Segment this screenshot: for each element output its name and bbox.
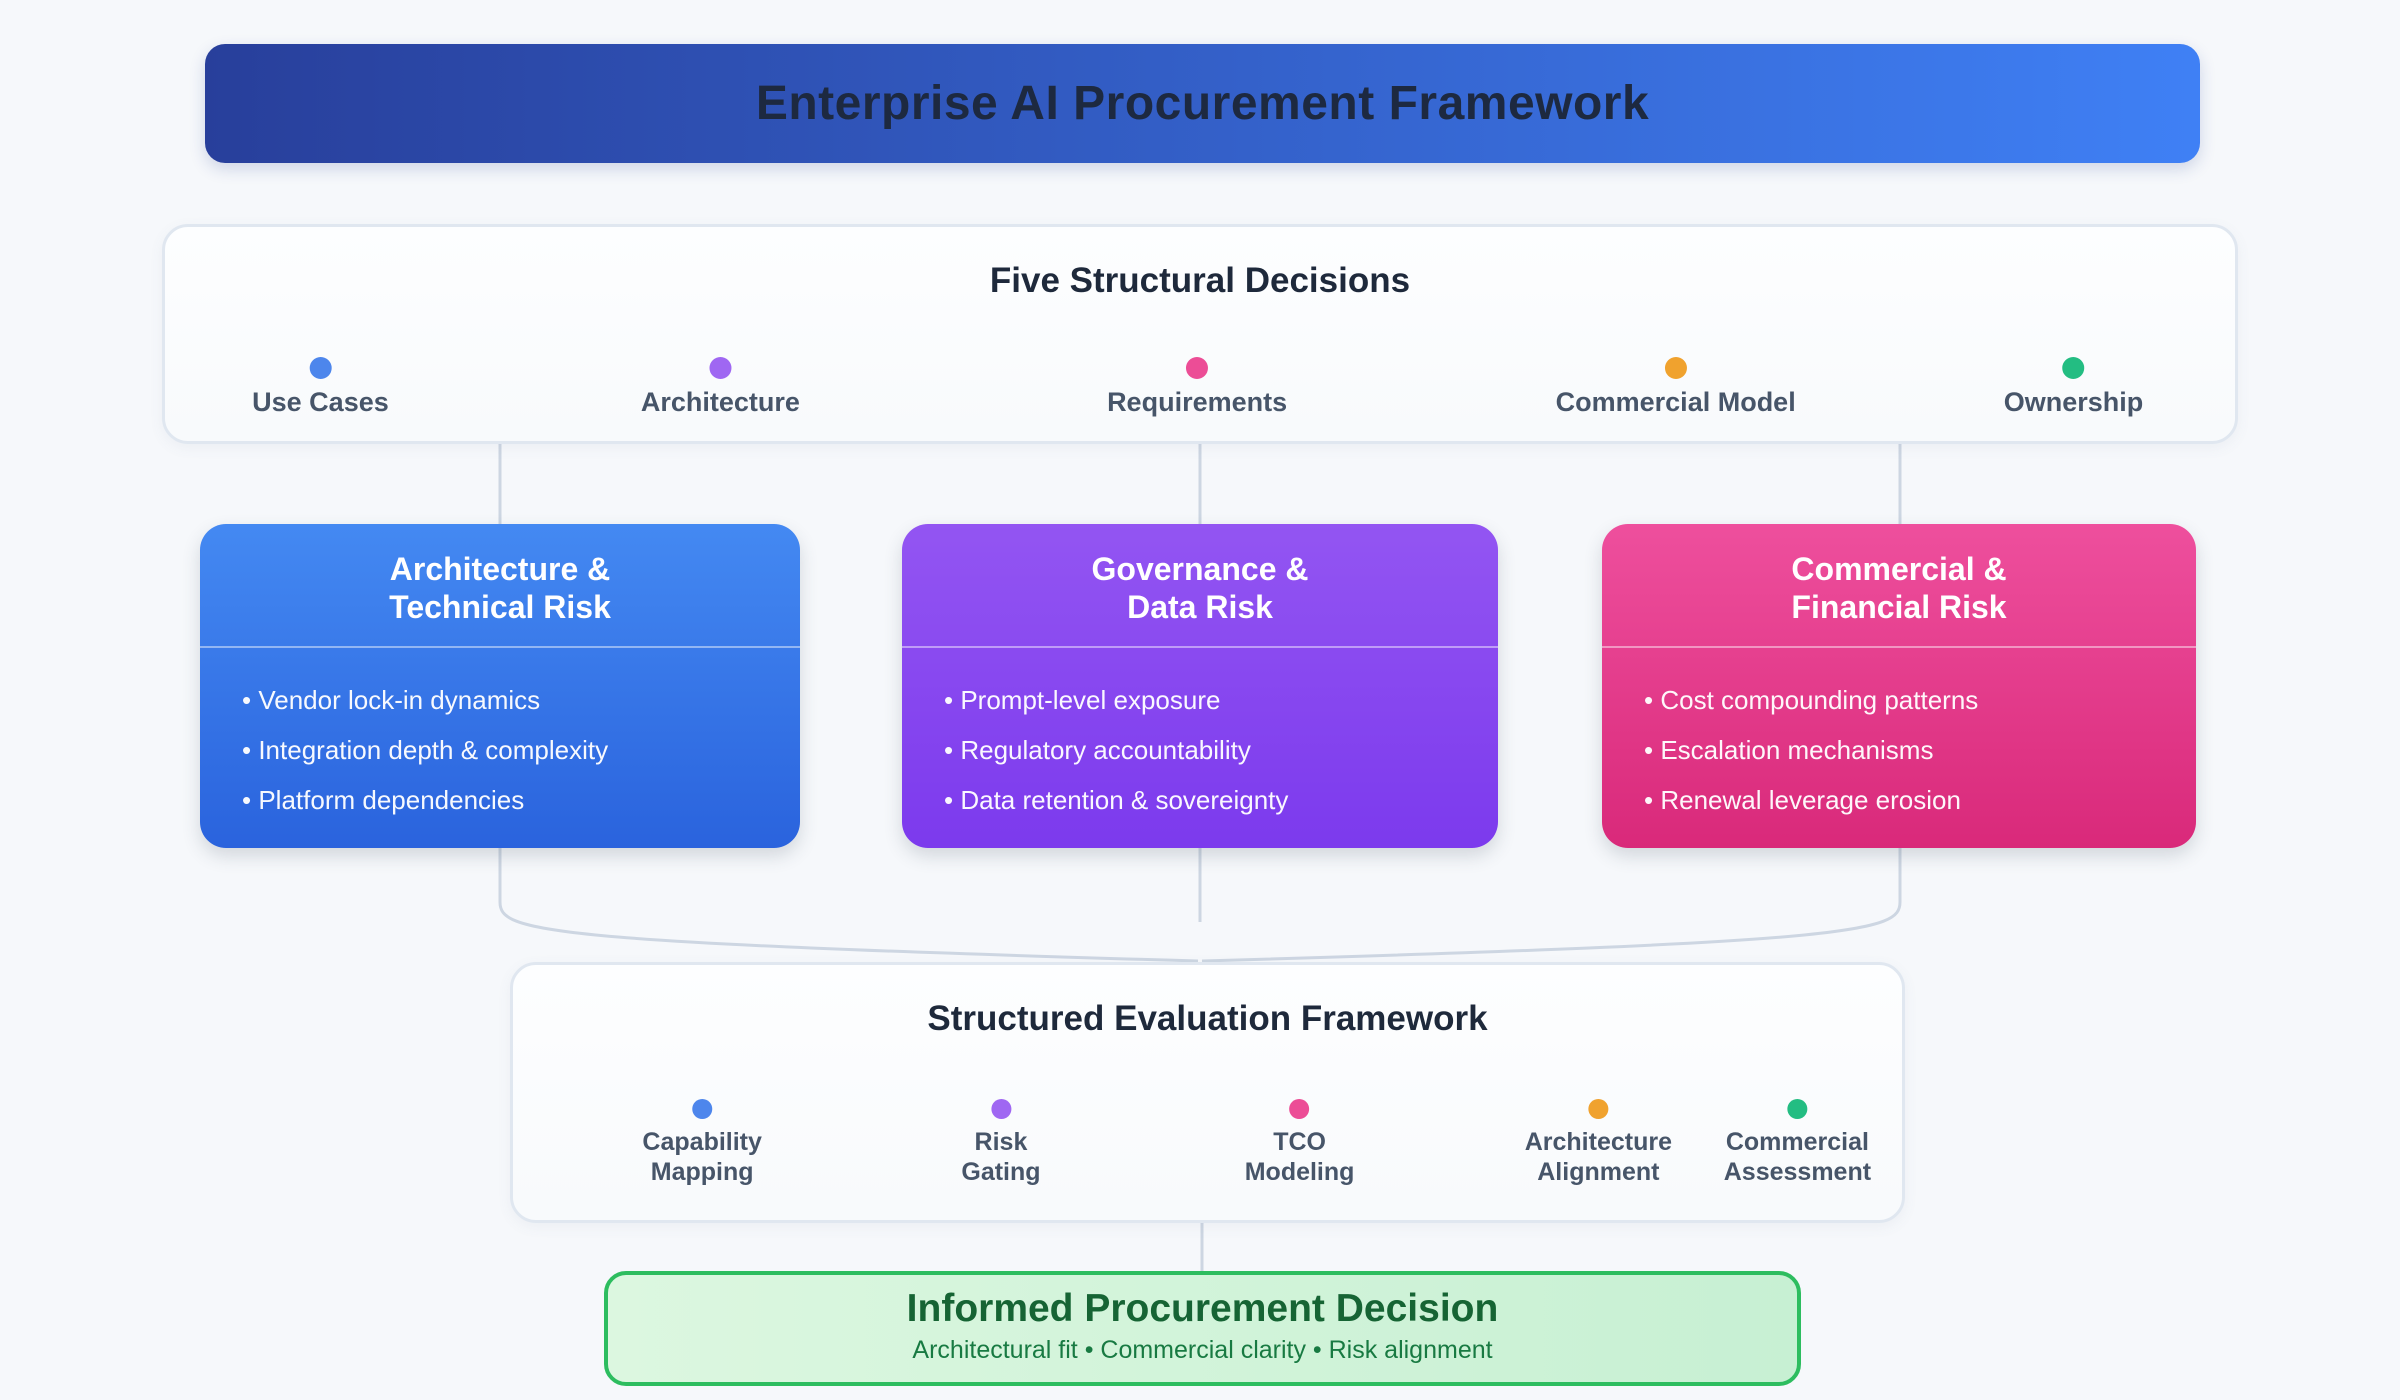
card-header: Architecture & Technical Risk bbox=[200, 524, 800, 648]
tco-modeling-dot-icon bbox=[1289, 1099, 1310, 1119]
connector-card-1-to-evaluation bbox=[498, 846, 1199, 963]
informed-decision-subtitle: Architectural fit • Commercial clarity •… bbox=[912, 1336, 1493, 1364]
card-bullet-list: Cost compounding patterns Escalation mec… bbox=[1602, 648, 2196, 814]
bullet-item: Vendor lock-in dynamics bbox=[242, 686, 770, 714]
bullet-item: Integration depth & complexity bbox=[242, 736, 770, 764]
architecture-dot-icon bbox=[709, 357, 732, 379]
evaluation-label: Capability Mapping bbox=[642, 1128, 762, 1186]
evaluation-label: Commercial Assessment bbox=[1723, 1128, 1872, 1186]
decision-item-use-cases: Use Cases bbox=[252, 357, 389, 417]
structural-decisions-title: Five Structural Decisions bbox=[989, 261, 1411, 300]
evaluation-item-tco-modeling: TCO Modeling bbox=[1244, 1099, 1355, 1187]
decision-label: Ownership bbox=[2003, 387, 2144, 417]
decision-label: Use Cases bbox=[252, 387, 389, 417]
commercial-financial-risk-card: Commercial & Financial Risk Cost compoun… bbox=[1602, 524, 2196, 848]
bullet-item: Escalation mechanisms bbox=[1644, 736, 2166, 764]
evaluation-label: Architecture Alignment bbox=[1524, 1128, 1672, 1186]
card-header: Governance & Data Risk bbox=[902, 524, 1498, 648]
page-title: Enterprise AI Procurement Framework bbox=[755, 77, 1650, 130]
card-title: Architecture & Technical Risk bbox=[389, 551, 611, 625]
decision-label: Architecture bbox=[640, 387, 800, 417]
evaluation-framework-title: Structured Evaluation Framework bbox=[927, 999, 1488, 1038]
bullet-item: Prompt-level exposure bbox=[944, 686, 1468, 714]
informed-decision-box: Informed Procurement Decision Architectu… bbox=[604, 1271, 1801, 1386]
evaluation-item-risk-gating: Risk Gating bbox=[961, 1099, 1041, 1187]
informed-decision-title: Informed Procurement Decision bbox=[906, 1287, 1499, 1330]
evaluation-item-capability-mapping: Capability Mapping bbox=[642, 1099, 762, 1187]
evaluation-label: Risk Gating bbox=[961, 1128, 1041, 1186]
commercial-assessment-dot-icon bbox=[1787, 1099, 1808, 1119]
card-title: Governance & Data Risk bbox=[1091, 551, 1309, 625]
title-banner: Enterprise AI Procurement Framework bbox=[205, 44, 2200, 163]
decision-item-ownership: Ownership bbox=[2003, 357, 2144, 417]
decision-label: Requirements bbox=[1107, 387, 1288, 417]
decision-label: Commercial Model bbox=[1555, 387, 1796, 417]
decision-item-architecture: Architecture bbox=[641, 357, 800, 417]
card-bullet-list: Vendor lock-in dynamics Integration dept… bbox=[200, 648, 800, 814]
risk-gating-dot-icon bbox=[990, 1099, 1011, 1119]
use-cases-dot-icon bbox=[309, 357, 332, 379]
architecture-alignment-dot-icon bbox=[1588, 1099, 1609, 1119]
card-title: Commercial & Financial Risk bbox=[1791, 551, 2007, 625]
card-bullet-list: Prompt-level exposure Regulatory account… bbox=[902, 648, 1498, 814]
bullet-item: Data retention & sovereignty bbox=[944, 786, 1468, 814]
capability-mapping-dot-icon bbox=[692, 1099, 713, 1119]
evaluation-item-architecture-alignment: Architecture Alignment bbox=[1525, 1099, 1672, 1187]
commercial-model-dot-icon bbox=[1664, 357, 1687, 379]
evaluation-item-commercial-assessment: Commercial Assessment bbox=[1724, 1099, 1871, 1187]
governance-data-risk-card: Governance & Data Risk Prompt-level expo… bbox=[902, 524, 1498, 848]
requirements-dot-icon bbox=[1186, 357, 1209, 379]
card-header: Commercial & Financial Risk bbox=[1602, 524, 2196, 648]
ownership-dot-icon bbox=[2062, 357, 2085, 379]
decision-item-requirements: Requirements bbox=[1107, 357, 1287, 417]
architecture-technical-risk-card: Architecture & Technical Risk Vendor loc… bbox=[200, 524, 800, 848]
decision-item-commercial-model: Commercial Model bbox=[1556, 357, 1796, 417]
connector-card-3-to-evaluation bbox=[1201, 846, 1902, 963]
structural-decisions-panel: Five Structural Decisions Use Cases Arch… bbox=[162, 224, 2238, 444]
bullet-item: Cost compounding patterns bbox=[1644, 686, 2166, 714]
bullet-item: Regulatory accountability bbox=[944, 736, 1468, 764]
evaluation-framework-panel: Structured Evaluation Framework Capabili… bbox=[510, 962, 1905, 1223]
evaluation-label: TCO Modeling bbox=[1244, 1128, 1355, 1186]
bullet-item: Renewal leverage erosion bbox=[1644, 786, 2166, 814]
bullet-item: Platform dependencies bbox=[242, 786, 770, 814]
